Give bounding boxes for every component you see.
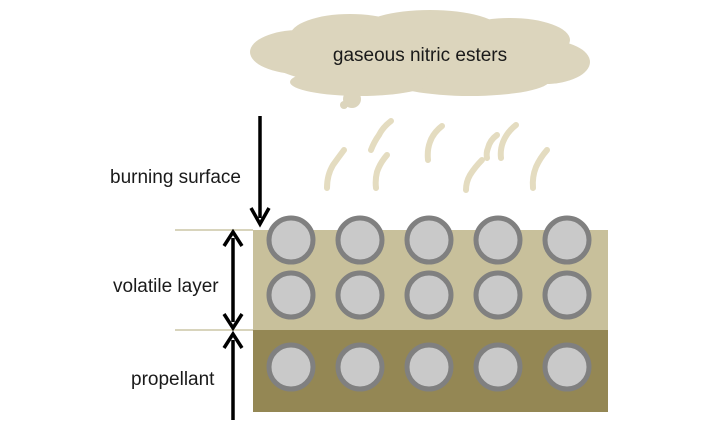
propellant-particle [266,342,316,392]
vapor-wisp [368,118,394,153]
volatile-particle [335,270,385,320]
volatile-particle [542,215,592,265]
gas-cloud [250,10,590,109]
volatile-particle [473,215,523,265]
volatile-particle [266,215,316,265]
propellant-particle [335,342,385,392]
vapor-wisp [497,122,519,161]
volatile-particle [335,215,385,265]
vapor-wisps [324,118,550,193]
vapor-wisp [483,132,500,161]
volatile-particle [404,270,454,320]
volatile-particle [473,270,523,320]
volatile-particle [404,215,454,265]
volatile-layer-arrowhead-down [222,313,244,332]
propellant-particle [473,342,523,392]
propellant-particle [404,342,454,392]
vapor-wisp [463,157,485,193]
particles [266,215,592,392]
volatile-layer-arrowhead-up [222,228,244,247]
propellant-label: propellant [131,369,215,390]
volatile-particle [266,270,316,320]
cloud-label: gaseous nitric esters [332,45,508,66]
volatile-particle [542,270,592,320]
vapor-wisp [372,152,390,191]
vapor-wisp [529,147,550,191]
vapor-wisp [424,123,445,163]
burning-surface-arrowhead [249,207,271,228]
arrows [222,116,271,420]
volatile-layer-label: volatile layer [113,276,219,297]
vapor-wisp [324,147,347,191]
propellant-arrowhead [222,330,244,349]
propellant-particle [542,342,592,392]
burning-surface-label: burning surface [110,167,241,188]
